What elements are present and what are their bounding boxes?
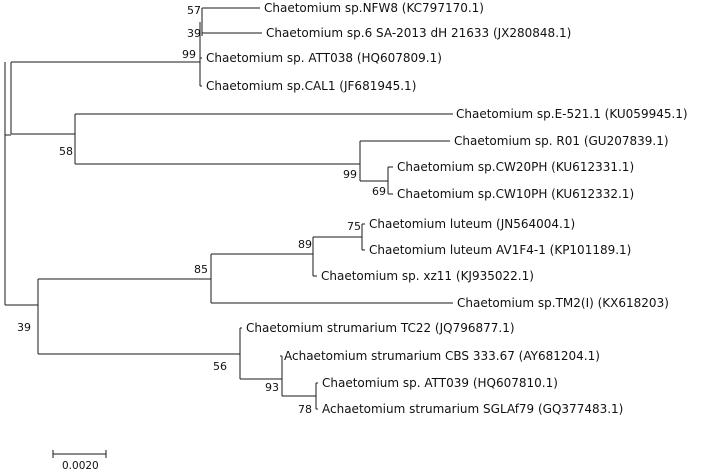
- bootstrap-89: 89: [298, 238, 312, 251]
- taxon-label-xz11: Chaetomium sp. xz11 (KJ935022.1): [321, 269, 534, 283]
- taxon-label-cbs: Achaetomium strumarium CBS 333.67 (AY681…: [284, 349, 600, 363]
- taxon-label-att039: Chaetomium sp. ATT039 (HQ607810.1): [322, 376, 558, 390]
- bootstrap-58: 58: [59, 145, 73, 158]
- bootstrap-75: 75: [347, 220, 361, 233]
- bootstrap-99-middle: 99: [343, 168, 357, 181]
- taxon-label-tm2: Chaetomium sp.TM2(I) (KX618203): [457, 296, 669, 310]
- scale-bar-label: 0.0020: [62, 460, 99, 472]
- taxon-label-luteum1: Chaetomium luteum (JN564004.1): [369, 217, 575, 231]
- bootstrap-99-upper: 99: [182, 48, 196, 61]
- bootstrap-57: 57: [187, 4, 201, 17]
- scale-bar: 0.0020: [52, 450, 107, 472]
- taxon-label-tc22: Chaetomium strumarium TC22 (JQ796877.1): [246, 321, 515, 335]
- bootstrap-93: 93: [265, 381, 279, 394]
- bootstrap-39-upper: 39: [187, 27, 201, 40]
- taxon-label-att038: Chaetomium sp. ATT038 (HQ607809.1): [206, 51, 442, 65]
- bootstrap-56: 56: [213, 360, 227, 373]
- bootstrap-values: 57 39 99 58 99 69 75 89 85 39 56 93 78: [17, 4, 386, 416]
- taxon-label-nfw8: Chaetomium sp.NFW8 (KC797170.1): [264, 1, 484, 15]
- taxon-label-cw10ph: Chaetomium sp.CW10PH (KU612332.1): [397, 187, 634, 201]
- taxon-label-sa2013: Chaetomium sp.6 SA-2013 dH 21633 (JX2808…: [266, 26, 571, 40]
- taxon-label-cw20ph: Chaetomium sp.CW20PH (KU612331.1): [397, 160, 634, 174]
- taxon-label-sglaf79: Achaetomium strumarium SGLAf79 (GQ377483…: [322, 402, 623, 416]
- taxon-label-cal1: Chaetomium sp.CAL1 (JF681945.1): [206, 79, 416, 93]
- bootstrap-39-lower: 39: [17, 321, 31, 334]
- bootstrap-69: 69: [372, 185, 386, 198]
- taxon-label-luteum2: Chaetomium luteum AV1F4-1 (KP101189.1): [369, 243, 631, 257]
- tree-branches: [4, 7, 453, 410]
- bootstrap-85: 85: [194, 263, 208, 276]
- bootstrap-78: 78: [298, 403, 312, 416]
- taxon-labels: Chaetomium sp.NFW8 (KC797170.1) Chaetomi…: [206, 1, 688, 416]
- taxon-label-e521: Chaetomium sp.E-521.1 (KU059945.1): [456, 107, 688, 121]
- taxon-label-r01: Chaetomium sp. R01 (GU207839.1): [454, 134, 669, 148]
